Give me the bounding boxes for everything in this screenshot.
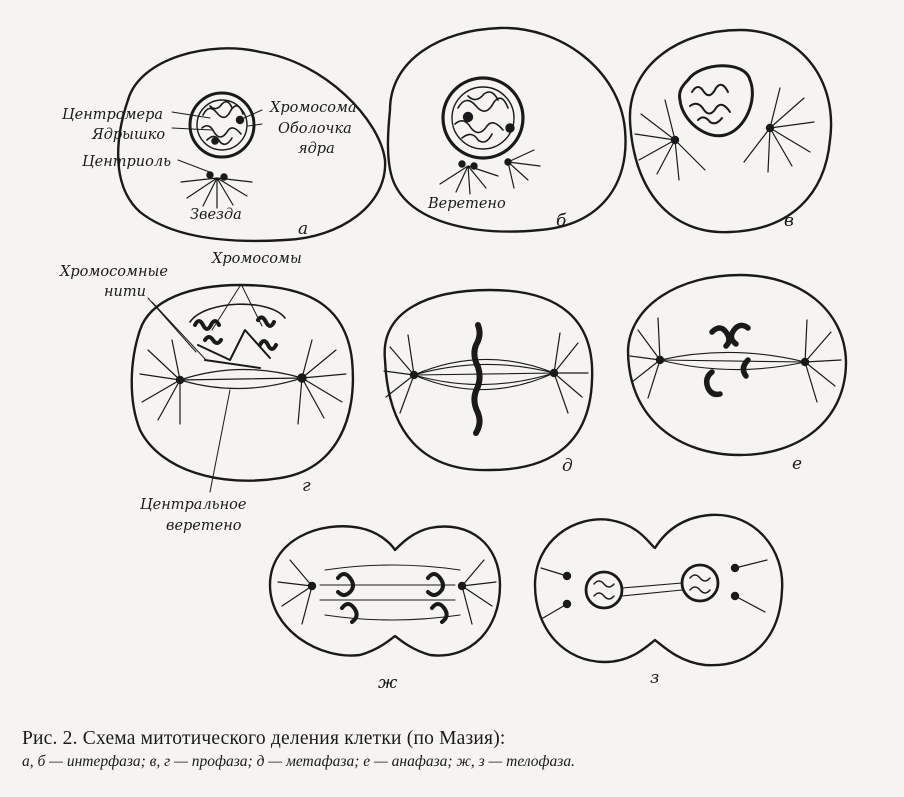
label-envelope-2: ядра xyxy=(298,141,335,157)
label-chromosomes: Хромосомы xyxy=(211,251,302,267)
label-central-spindle-2: веретено xyxy=(166,518,242,534)
cell-d-metaphase xyxy=(383,288,594,472)
cell-z-telophase xyxy=(533,513,784,667)
panel-letter-g: г xyxy=(302,476,311,496)
chromatin-tangle xyxy=(201,100,244,146)
label-spindle: Веретено xyxy=(427,196,506,212)
cell-b-interphase xyxy=(386,26,627,233)
caption-title: Рис. 2. Схема митотического деления клет… xyxy=(22,728,506,749)
cell-v-prophase xyxy=(628,28,833,234)
cell-e-anaphase xyxy=(626,273,848,457)
panel-letter-a: а xyxy=(298,219,308,239)
caption-legend: а, б — интерфаза; в, г — профаза; д — ме… xyxy=(22,753,575,770)
figure-caption: Рис. 2. Схема митотического деления клет… xyxy=(22,728,892,771)
panel-letter-e: е xyxy=(792,454,802,474)
cell-zh-telophase xyxy=(268,525,502,657)
mitosis-diagram: Центромера Ядрышко Центриоль Хромосома О… xyxy=(59,26,848,693)
label-central-spindle-1: Центральное xyxy=(140,497,246,513)
label-envelope-1: Оболочка xyxy=(278,121,352,137)
panel-letter-z: з xyxy=(650,668,659,688)
label-chromosomal-threads-1: Хромосомные xyxy=(59,264,168,280)
label-chromosomal-threads-2: нити xyxy=(104,284,146,300)
panel-letter-v: в xyxy=(784,211,794,231)
cell-a-interphase xyxy=(117,47,387,243)
label-nucleoli: Ядрышко xyxy=(91,127,165,143)
cell-g-prophase xyxy=(130,283,355,493)
label-centromere: Центромера xyxy=(62,107,163,123)
panel-letter-zh: ж xyxy=(378,673,398,693)
label-centriole: Центриоль xyxy=(82,154,171,170)
panel-letter-b: б xyxy=(556,211,567,231)
label-chromosome: Хромосома xyxy=(269,100,357,116)
label-star: Звезда xyxy=(190,207,242,223)
panel-letter-d: д xyxy=(562,456,573,476)
